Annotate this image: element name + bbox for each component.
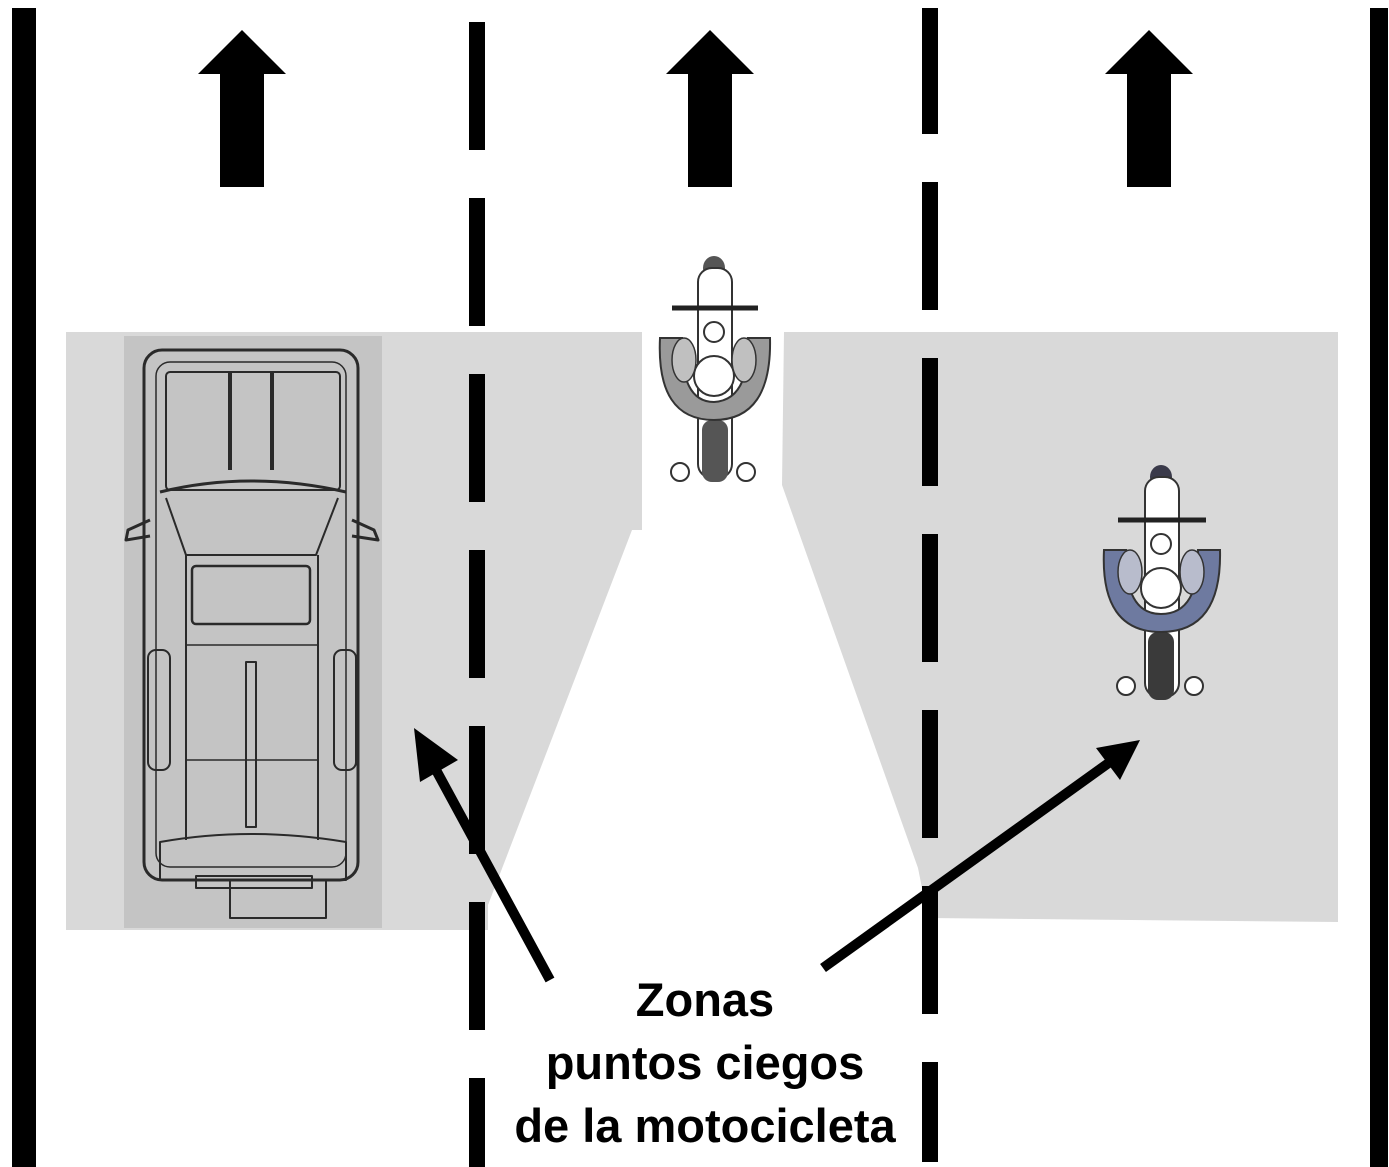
arrow-up-icon <box>666 30 754 187</box>
motorcycle-icon <box>658 256 772 482</box>
arrow-up-icon <box>198 30 286 187</box>
car-shade <box>124 336 382 928</box>
direction-arrows <box>198 30 1193 187</box>
pointer-arrow-right <box>820 757 1113 973</box>
road-edge-right <box>1370 8 1388 1167</box>
blind-spot-caption: Zonas puntos ciegos de la motocicleta <box>445 968 965 1157</box>
road-edge-left <box>12 8 36 1167</box>
arrow-up-icon <box>1105 30 1193 187</box>
blind-zone-right <box>782 332 1338 922</box>
pointer-arrows <box>414 728 1140 983</box>
caption-line-2: puntos ciegos <box>545 1036 865 1089</box>
arrow-head-right <box>1096 740 1140 780</box>
road-edges <box>12 8 1388 1167</box>
lane-divider-left <box>469 22 485 1167</box>
caption-line-3: de la motocicleta <box>514 1099 896 1152</box>
pointer-arrow-left <box>431 767 555 983</box>
arrow-head-left <box>414 728 458 782</box>
motorcycle-icon <box>1102 465 1222 700</box>
lane-divider-right <box>922 8 938 1162</box>
caption-line-1: Zonas <box>635 973 775 1026</box>
car-icon <box>124 348 380 919</box>
